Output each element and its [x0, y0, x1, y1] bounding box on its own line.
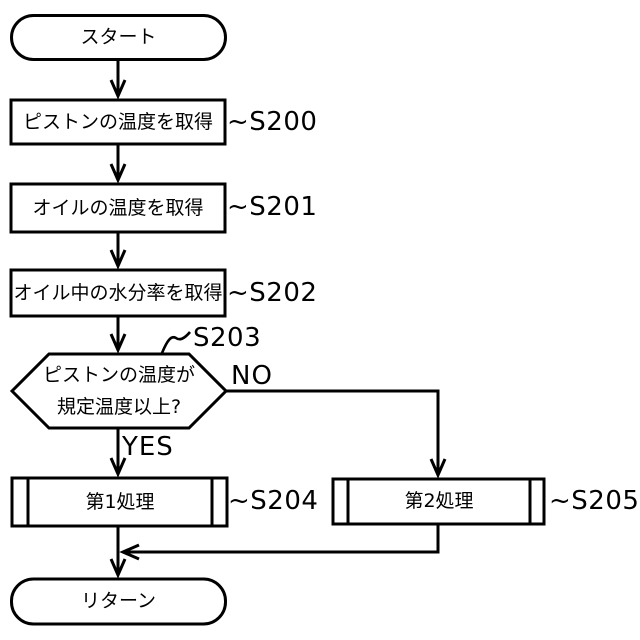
- branch-label-yes: YES: [122, 432, 174, 462]
- step-label-s201: ~S201: [227, 192, 318, 222]
- step-label-s203: S203: [193, 323, 262, 353]
- arrow-no-to-s205: [226, 389, 447, 479]
- return-terminal-label: リターン: [80, 590, 157, 613]
- decision-s203-label-line1: ピストンの温度が: [42, 364, 195, 386]
- branch-label-no: NO: [231, 361, 273, 391]
- step-label-s202: ~S202: [227, 278, 318, 308]
- step-label-s205: ~S205: [549, 486, 640, 516]
- start-terminal-shape: [10, 14, 227, 61]
- return-terminal-shape: [10, 577, 227, 626]
- process-s200-label: ピストンの温度を取得: [22, 110, 213, 133]
- decision-s203-label: ピストンの温度が 規定温度以上?: [28, 357, 210, 425]
- start-terminal-label: スタート: [80, 26, 157, 49]
- decision-s203-label-line2: 規定温度以上?: [56, 396, 182, 418]
- subroutine-s205-label: 第2処理: [404, 490, 474, 513]
- process-s202-label: オイル中の水分率を取得: [13, 281, 223, 304]
- step-label-s204: ~S204: [228, 486, 319, 516]
- s203-leader-line: [160, 331, 191, 354]
- subroutine-s204-label: 第1処理: [85, 490, 155, 513]
- process-s201-label: オイルの温度を取得: [32, 196, 204, 219]
- step-label-s200: ~S200: [227, 107, 318, 137]
- arrow-s205-merge: [119, 524, 440, 561]
